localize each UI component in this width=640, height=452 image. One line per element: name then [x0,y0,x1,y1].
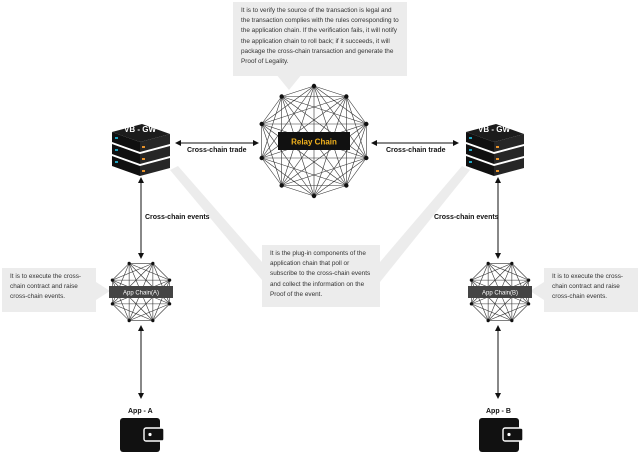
mesh-link [281,85,315,97]
mesh-link [152,303,170,321]
mesh-node [110,302,114,306]
mesh-node [486,261,490,265]
mesh-link [511,303,529,321]
mesh-node [311,83,317,89]
mesh-node [168,302,172,306]
app-chain-b-label: App Chain(B) [482,291,518,297]
mesh-node [344,94,349,99]
events-left-label: Cross-chain events [145,214,210,221]
plugin-callout-pointer-left [170,166,262,280]
mesh-node [279,183,284,188]
gateway-right-label: VB - GW [478,125,510,134]
app-a-callout-pointer [96,282,110,300]
mesh-link [313,85,367,159]
app-chain-a-description: It is to execute the cross-chain contrac… [2,268,96,312]
mesh-link [261,85,315,159]
app-chain-a-node[interactable] [109,286,173,298]
app-b-label: App - B [486,408,511,415]
app-chain-b-description-text: It is to execute the cross-chain contrac… [552,273,624,301]
relay-chain-label: Relay Chain [291,138,337,147]
plugin-description-text: It is the plug-in components of the appl… [270,250,371,298]
app-chain-a-description-text: It is to execute the cross-chain contrac… [10,273,82,301]
mesh-link [471,303,489,321]
gateway-right-server-stack-icon[interactable] [466,124,524,176]
gateway-left-server-stack-icon[interactable] [112,124,170,176]
app-b-callout-pointer [530,282,544,300]
app-chain-b-description: It is to execute the cross-chain contrac… [544,268,638,312]
mesh-link [129,263,170,281]
mesh-node [259,121,264,127]
mesh-node [510,261,514,265]
mesh-node [110,278,114,282]
mesh-link [112,263,130,281]
mesh-node [469,302,473,306]
mesh-node [469,278,473,282]
mesh-link [281,96,367,159]
mesh-node [259,155,264,161]
mesh-node [364,121,369,127]
mesh-link [471,263,489,281]
mesh-node [344,183,349,188]
mesh-link [261,157,347,186]
mesh-node [168,278,172,282]
relay-chain-node[interactable] [278,132,350,150]
mesh-link [313,185,347,197]
app-a-wallet-icon[interactable] [120,418,165,452]
mesh-node [527,302,531,306]
events-right-label: Cross-chain events [434,214,499,221]
relay-chain-description-text: It is to verify the source of the transa… [241,7,399,66]
mesh-link [313,85,347,97]
mesh-link [346,96,367,125]
mesh-node [486,319,490,323]
mesh-link [488,263,529,281]
mesh-node [527,278,531,282]
mesh-link [261,157,282,186]
mesh-link [112,303,130,321]
app-a-label: App - A [128,408,153,415]
mesh-link [261,96,282,159]
mesh-node [151,261,155,265]
mesh-link [261,123,315,197]
mesh-link [346,157,367,186]
mesh-link [152,263,170,281]
mesh-link [511,263,529,281]
plugin-callout-pointer-right [380,166,470,282]
mesh-node [364,155,369,161]
mesh-link [261,96,347,125]
mesh-node [311,193,317,199]
gateway-left-label: VB - GW [124,125,156,134]
relay-chain-description: It is to verify the source of the transa… [233,2,407,76]
mesh-node [127,261,131,265]
mesh-link [313,123,367,197]
mesh-node [279,94,284,99]
plugin-description: It is the plug-in components of the appl… [262,245,380,307]
app-b-wallet-icon[interactable] [479,418,524,452]
mesh-link [261,157,315,197]
mesh-link [261,96,282,125]
mesh-node [151,319,155,323]
mesh-link [261,123,282,186]
mesh-link [261,123,347,186]
mesh-node [510,319,514,323]
mesh-link [112,303,153,321]
mesh-node [127,319,131,323]
mesh-link [471,303,512,321]
relay-callout-pointer [276,74,302,90]
mesh-link [281,96,367,125]
mesh-link [281,185,315,197]
mesh-link [281,157,367,186]
trade-right-label: Cross-chain trade [386,147,446,154]
app-chain-b-node[interactable] [468,286,532,298]
trade-left-label: Cross-chain trade [187,147,247,154]
app-chain-a-label: App Chain(A) [123,291,159,297]
